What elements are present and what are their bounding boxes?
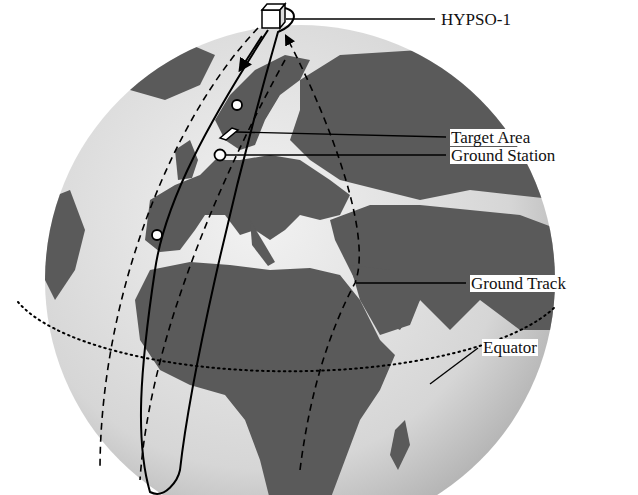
callout-label: HYPSO-1 (440, 11, 512, 28)
callout-label: Ground Station (450, 147, 556, 164)
callout-label: Equator (482, 339, 538, 356)
ground-station-circle (232, 100, 242, 110)
land (45, 40, 560, 495)
orbit-lines (100, 8, 359, 494)
equator-line (18, 302, 556, 371)
callout-label: Target Area (450, 129, 531, 146)
leader-lines (226, 19, 478, 384)
ground-station-circle (152, 230, 162, 240)
satellite-symbol (262, 4, 285, 28)
ground-station-circle (215, 150, 226, 161)
callout-label: Ground Track (470, 275, 567, 292)
target-area-symbol (220, 128, 238, 140)
